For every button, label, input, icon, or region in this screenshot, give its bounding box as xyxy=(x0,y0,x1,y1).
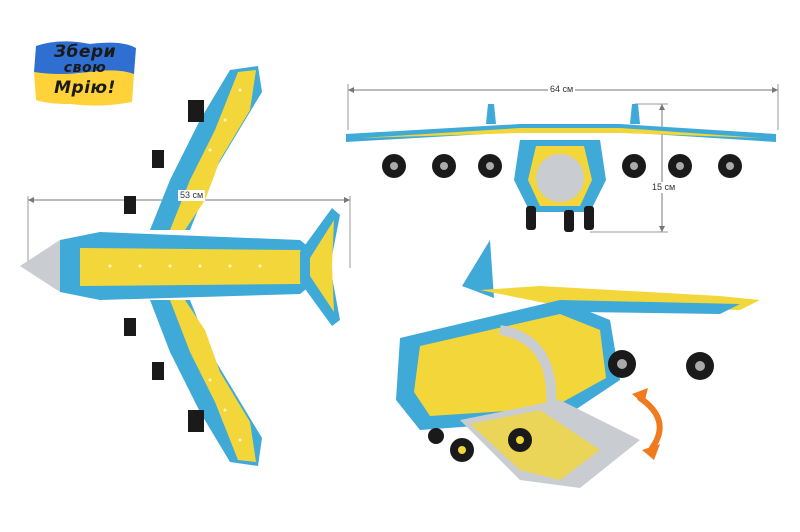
perspective-wheels xyxy=(428,428,532,462)
perforation-dots xyxy=(108,88,262,442)
perspective-tail-fin xyxy=(462,240,494,298)
logo-zberi-svoyu-mriyu: Збери свою Мрію! xyxy=(30,38,140,110)
fuselage-yellow xyxy=(80,248,310,286)
front-wing-yellow xyxy=(360,128,762,138)
logo-line-3: Мрію! xyxy=(54,78,116,98)
rotation-arrow-icon xyxy=(637,395,663,451)
perspective-wing-blue xyxy=(560,300,740,314)
front-nose xyxy=(536,154,584,202)
top-view-engines xyxy=(124,100,204,432)
front-view-height-dimension xyxy=(590,103,668,233)
perspective-ramp-yellow xyxy=(470,410,600,480)
nose-cone xyxy=(20,240,60,292)
top-view-length-label: 53 см xyxy=(178,190,206,201)
logo-line-1: Збери xyxy=(53,42,117,62)
front-view-landing-gear xyxy=(526,206,594,232)
front-tail-left xyxy=(486,104,496,124)
perspective-engines xyxy=(608,350,714,380)
front-view-wingspan-label: 64 см xyxy=(548,84,576,95)
front-view-engines xyxy=(382,154,742,178)
tail-yellow xyxy=(310,220,334,312)
front-view-height-label: 15 см xyxy=(650,182,678,193)
front-wing-blue xyxy=(346,124,776,142)
front-tail-right xyxy=(630,104,640,124)
rotation-arrow-head-bottom xyxy=(642,444,660,460)
logo-line-2: свою xyxy=(63,60,107,76)
lower-wing-yellow xyxy=(170,300,256,462)
perspective-fuselage-yellow xyxy=(414,314,606,416)
rotation-arrow-head-top xyxy=(632,388,648,404)
logo-flag-brushstroke xyxy=(34,41,136,106)
